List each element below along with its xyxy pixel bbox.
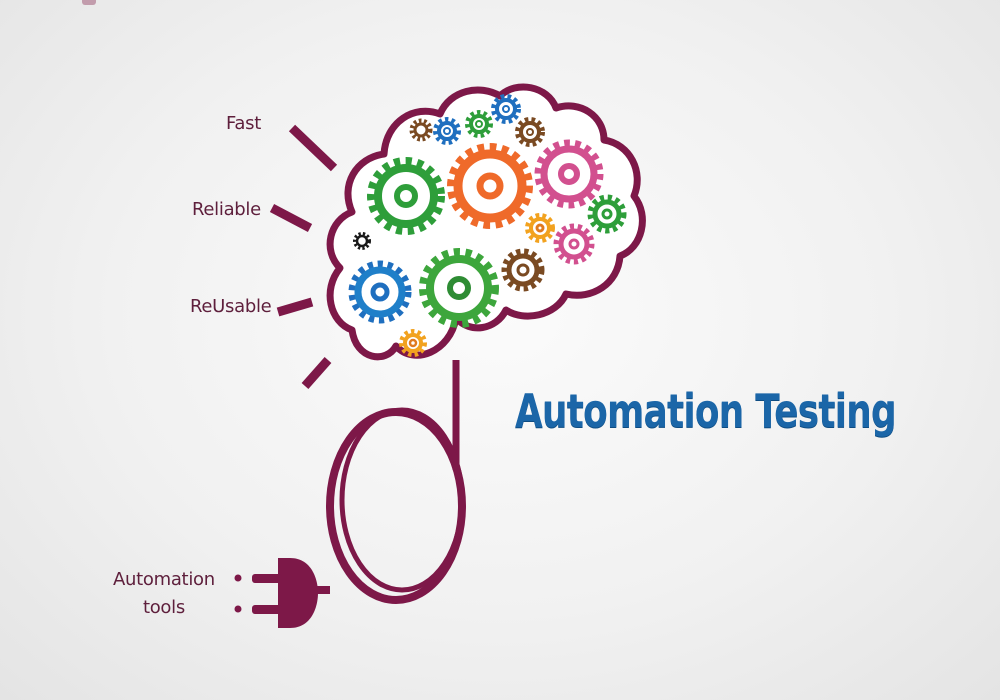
gears-icon: [348, 94, 627, 357]
label-automation-tools-line1: Automation: [113, 569, 215, 590]
page-title: Automation Testing: [515, 384, 897, 438]
gear-orange-large: [447, 143, 533, 229]
rays: [269, 124, 338, 389]
gear-yellow-bottom: [399, 329, 427, 357]
plug-icon: [234, 558, 318, 628]
label-automation-tools: Automation tools: [113, 566, 215, 622]
gear-green-bottom: [419, 248, 499, 328]
gear-black-tiny: [353, 232, 371, 250]
gear-blue-large: [348, 260, 412, 324]
gear-green-small: [587, 194, 627, 234]
gear-blue-small: [433, 117, 461, 145]
label-fast: Fast: [226, 113, 261, 134]
ray-extra: [301, 357, 332, 389]
gear-brown-tiny: [409, 118, 433, 142]
gear-green-large: [367, 157, 445, 235]
ray-fast: [288, 124, 338, 172]
label-reusable: ReUsable: [190, 296, 272, 317]
gear-brown-top: [515, 117, 545, 147]
ray-reusable: [276, 297, 314, 317]
gear-pink-small: [553, 223, 595, 265]
gear-pink-large: [534, 139, 604, 209]
gear-green-tiny: [465, 110, 493, 138]
gear-yellow-small: [525, 213, 555, 243]
power-cord-icon: [300, 360, 466, 604]
corner-mark: [82, 0, 96, 5]
gear-brown-mid: [501, 248, 545, 292]
gear-blue-top: [491, 94, 521, 124]
label-automation-tools-line2: tools: [142, 597, 185, 618]
ray-reliable: [269, 204, 313, 232]
label-reliable: Reliable: [192, 199, 261, 220]
